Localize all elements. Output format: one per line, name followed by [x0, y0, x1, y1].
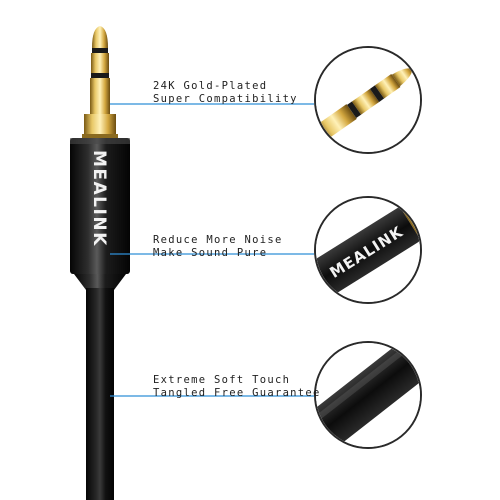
callout-3-line2: Tangled Free Guarantee — [153, 387, 321, 399]
callout-soft-touch: Extreme Soft Touch Tangled Free Guarante… — [153, 374, 321, 400]
zoom-cable — [314, 341, 422, 449]
callout-lines — [110, 103, 314, 397]
cable — [86, 288, 114, 500]
brand-logo: MEALINK — [89, 150, 109, 247]
callout-3-line1: Extreme Soft Touch — [153, 374, 291, 386]
callout-2-line1: Reduce More Noise — [153, 234, 283, 246]
callout-gold-plated: 24K Gold-Plated Super Compatibility — [153, 80, 298, 106]
callout-2-line2: Make Sound Pure — [153, 247, 268, 259]
plug-housing: MEALINK — [70, 138, 130, 290]
callout-noise: Reduce More Noise Make Sound Pure — [153, 234, 283, 260]
zoom-gold-tip — [314, 46, 422, 154]
callout-1-line1: 24K Gold-Plated — [153, 80, 268, 92]
plug-tip — [82, 26, 118, 138]
callout-1-line2: Super Compatibility — [153, 93, 298, 105]
zoom-housing: MEALINK — [314, 196, 422, 304]
